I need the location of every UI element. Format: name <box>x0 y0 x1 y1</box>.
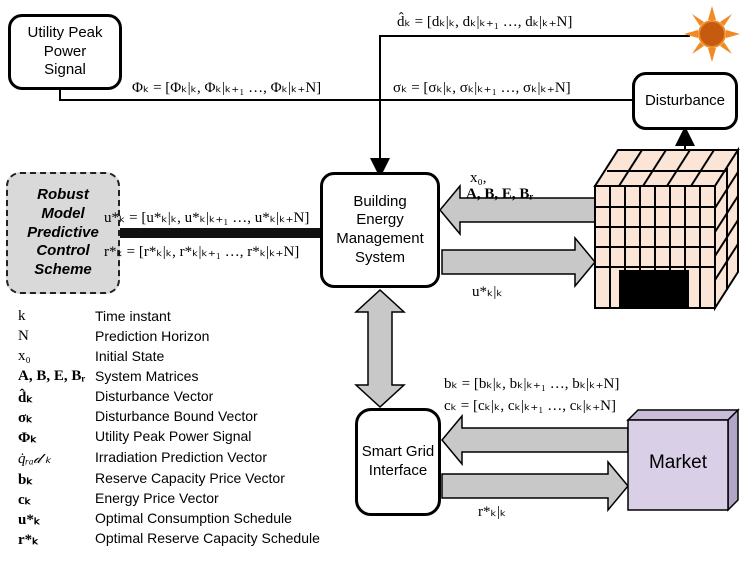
disturbance-bound-label: σₖ = [σₖ|ₖ, σₖ|ₖ₊₁ …, σₖ|ₖ₊N] <box>393 80 571 96</box>
rmpc-box: Robust Model Predictive Control Scheme <box>6 172 120 294</box>
disturbance-prediction-label: d̂ₖ = [dₖ|ₖ, dₖ|ₖ₊₁ …, dₖ|ₖ₊N] <box>397 14 573 30</box>
legend-definition: Time instant <box>95 308 171 324</box>
market-label: Market <box>648 452 708 473</box>
legend-symbol: q̇ᵣₐ𝒹 ₖ <box>18 451 52 467</box>
reserve-arrow <box>441 459 629 513</box>
control-link-bar <box>120 228 320 238</box>
disturbance-prediction-line <box>370 35 690 178</box>
smart-grid-interface-box: Smart Grid Interface <box>355 408 441 516</box>
reserve-price-label: bₖ = [bₖ|ₖ, bₖ|ₖ₊₁ …, bₖ|ₖ₊N] <box>444 376 620 392</box>
legend-symbol: d̂ₖ <box>18 390 33 406</box>
legend-symbol: bₖ <box>18 472 33 488</box>
rmpc-label: Robust Model Predictive Control Scheme <box>27 186 99 279</box>
peak-power-signal-label: Φₖ = [Φₖ|ₖ, Φₖ|ₖ₊₁ …, Φₖ|ₖ₊N] <box>132 80 322 96</box>
bems-sgi-arrow <box>354 288 406 409</box>
smart-grid-interface-label: Smart Grid Interface <box>361 443 435 479</box>
legend-symbol: u*ₖ <box>18 512 41 528</box>
legend-symbol: A, B, E, Bᵣ <box>18 368 86 384</box>
legend-symbol: cₖ <box>18 492 32 508</box>
legend-symbol: N <box>18 328 29 344</box>
consumption-schedule-label: u*ₖ = [u*ₖ|ₖ, u*ₖ|ₖ₊₁ …, u*ₖ|ₖ₊N] <box>104 210 310 226</box>
legend-definition: Energy Price Vector <box>95 490 219 506</box>
legend-symbol: r*ₖ <box>18 532 39 548</box>
utility-peak-power-box: Utility Peak Power Signal <box>8 14 122 90</box>
current-reserve-label: r*ₖ|ₖ <box>478 504 507 520</box>
system-matrices-label: A, B, E, Bᵣ <box>466 186 534 202</box>
legend-definition: Irradiation Prediction Vector <box>95 449 267 465</box>
legend-symbol: x₀ <box>18 348 31 364</box>
bems-label: Building Energy Management System <box>336 192 424 266</box>
legend-definition: System Matrices <box>95 368 199 384</box>
current-consumption-label: u*ₖ|ₖ <box>472 284 503 300</box>
reserve-schedule-label: r*ₖ = [r*ₖ|ₖ, r*ₖ|ₖ₊₁ …, r*ₖ|ₖ₊N] <box>104 244 300 260</box>
state-arrow <box>439 183 596 237</box>
price-arrow <box>441 413 629 467</box>
legend-symbol: σₖ <box>18 410 33 426</box>
market-cube-icon <box>626 408 740 512</box>
legend-symbol: k <box>18 308 26 324</box>
legend-definition: Reserve Capacity Price Vector <box>95 470 285 486</box>
legend-definition: Optimal Reserve Capacity Schedule <box>95 530 320 546</box>
utility-peak-power-label: Utility Peak Power Signal <box>27 23 103 79</box>
disturbance-box: Disturbance <box>632 72 738 130</box>
energy-price-label: cₖ = [cₖ|ₖ, cₖ|ₖ₊₁ …, cₖ|ₖ₊N] <box>444 398 616 414</box>
legend-definition: Utility Peak Power Signal <box>95 428 252 444</box>
disturbance-label: Disturbance <box>644 91 726 109</box>
sun-icon <box>684 6 740 62</box>
legend-definition: Optimal Consumption Schedule <box>95 510 292 526</box>
consumption-arrow <box>441 235 596 289</box>
legend-definition: Disturbance Bound Vector <box>95 408 258 424</box>
legend-definition: Prediction Horizon <box>95 328 210 344</box>
bems-box: Building Energy Management System <box>320 172 440 288</box>
legend-definition: Initial State <box>95 348 165 364</box>
legend-definition: Disturbance Vector <box>95 388 214 404</box>
initial-state-label: x₀, <box>470 170 487 186</box>
legend-symbol: Φₖ <box>18 430 37 446</box>
building-icon <box>593 146 740 312</box>
peak-power-line <box>59 90 632 101</box>
